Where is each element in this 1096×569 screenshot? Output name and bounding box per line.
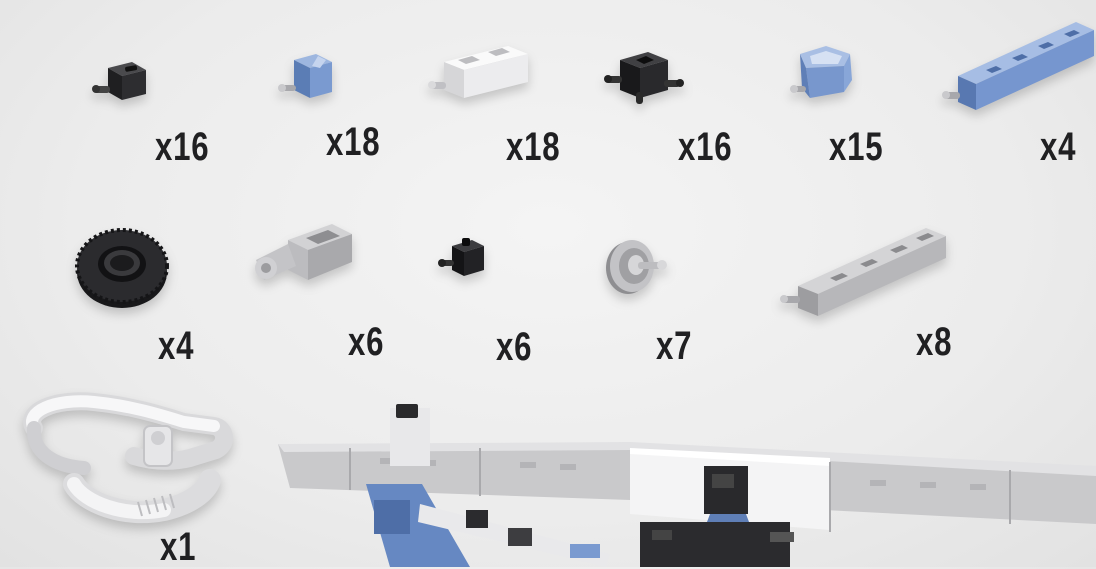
part-count: x1 (160, 525, 197, 569)
black-small-connector-icon (92, 58, 158, 104)
blue-pentagon-connector-icon (790, 42, 862, 104)
part-count: x18 (506, 125, 561, 169)
blue-connector-icon (276, 52, 338, 104)
part-count: x4 (1040, 125, 1077, 169)
gray-hinge-connector-icon (248, 214, 358, 298)
part-count: x4 (158, 324, 195, 368)
part-count: x7 (656, 324, 693, 368)
gray-long-beam-icon (776, 208, 948, 318)
part-count: x6 (348, 320, 385, 364)
part-count: x8 (916, 320, 953, 364)
gray-pulley-wheel-icon (600, 232, 670, 298)
white-clamp-icon (14, 392, 234, 532)
blue-long-beam-icon (938, 14, 1096, 112)
black-cube-connector-icon (604, 46, 688, 108)
part-count: x16 (678, 125, 733, 169)
part-count: x16 (155, 125, 210, 169)
part-count: x18 (326, 120, 381, 164)
black-tire-icon (74, 218, 170, 314)
white-double-connector-icon (428, 40, 534, 106)
part-count: x6 (496, 325, 533, 369)
seesaw-assembly-icon (270, 404, 1096, 567)
black-small-cross-connector-icon (438, 238, 494, 284)
part-count: x15 (829, 125, 884, 169)
